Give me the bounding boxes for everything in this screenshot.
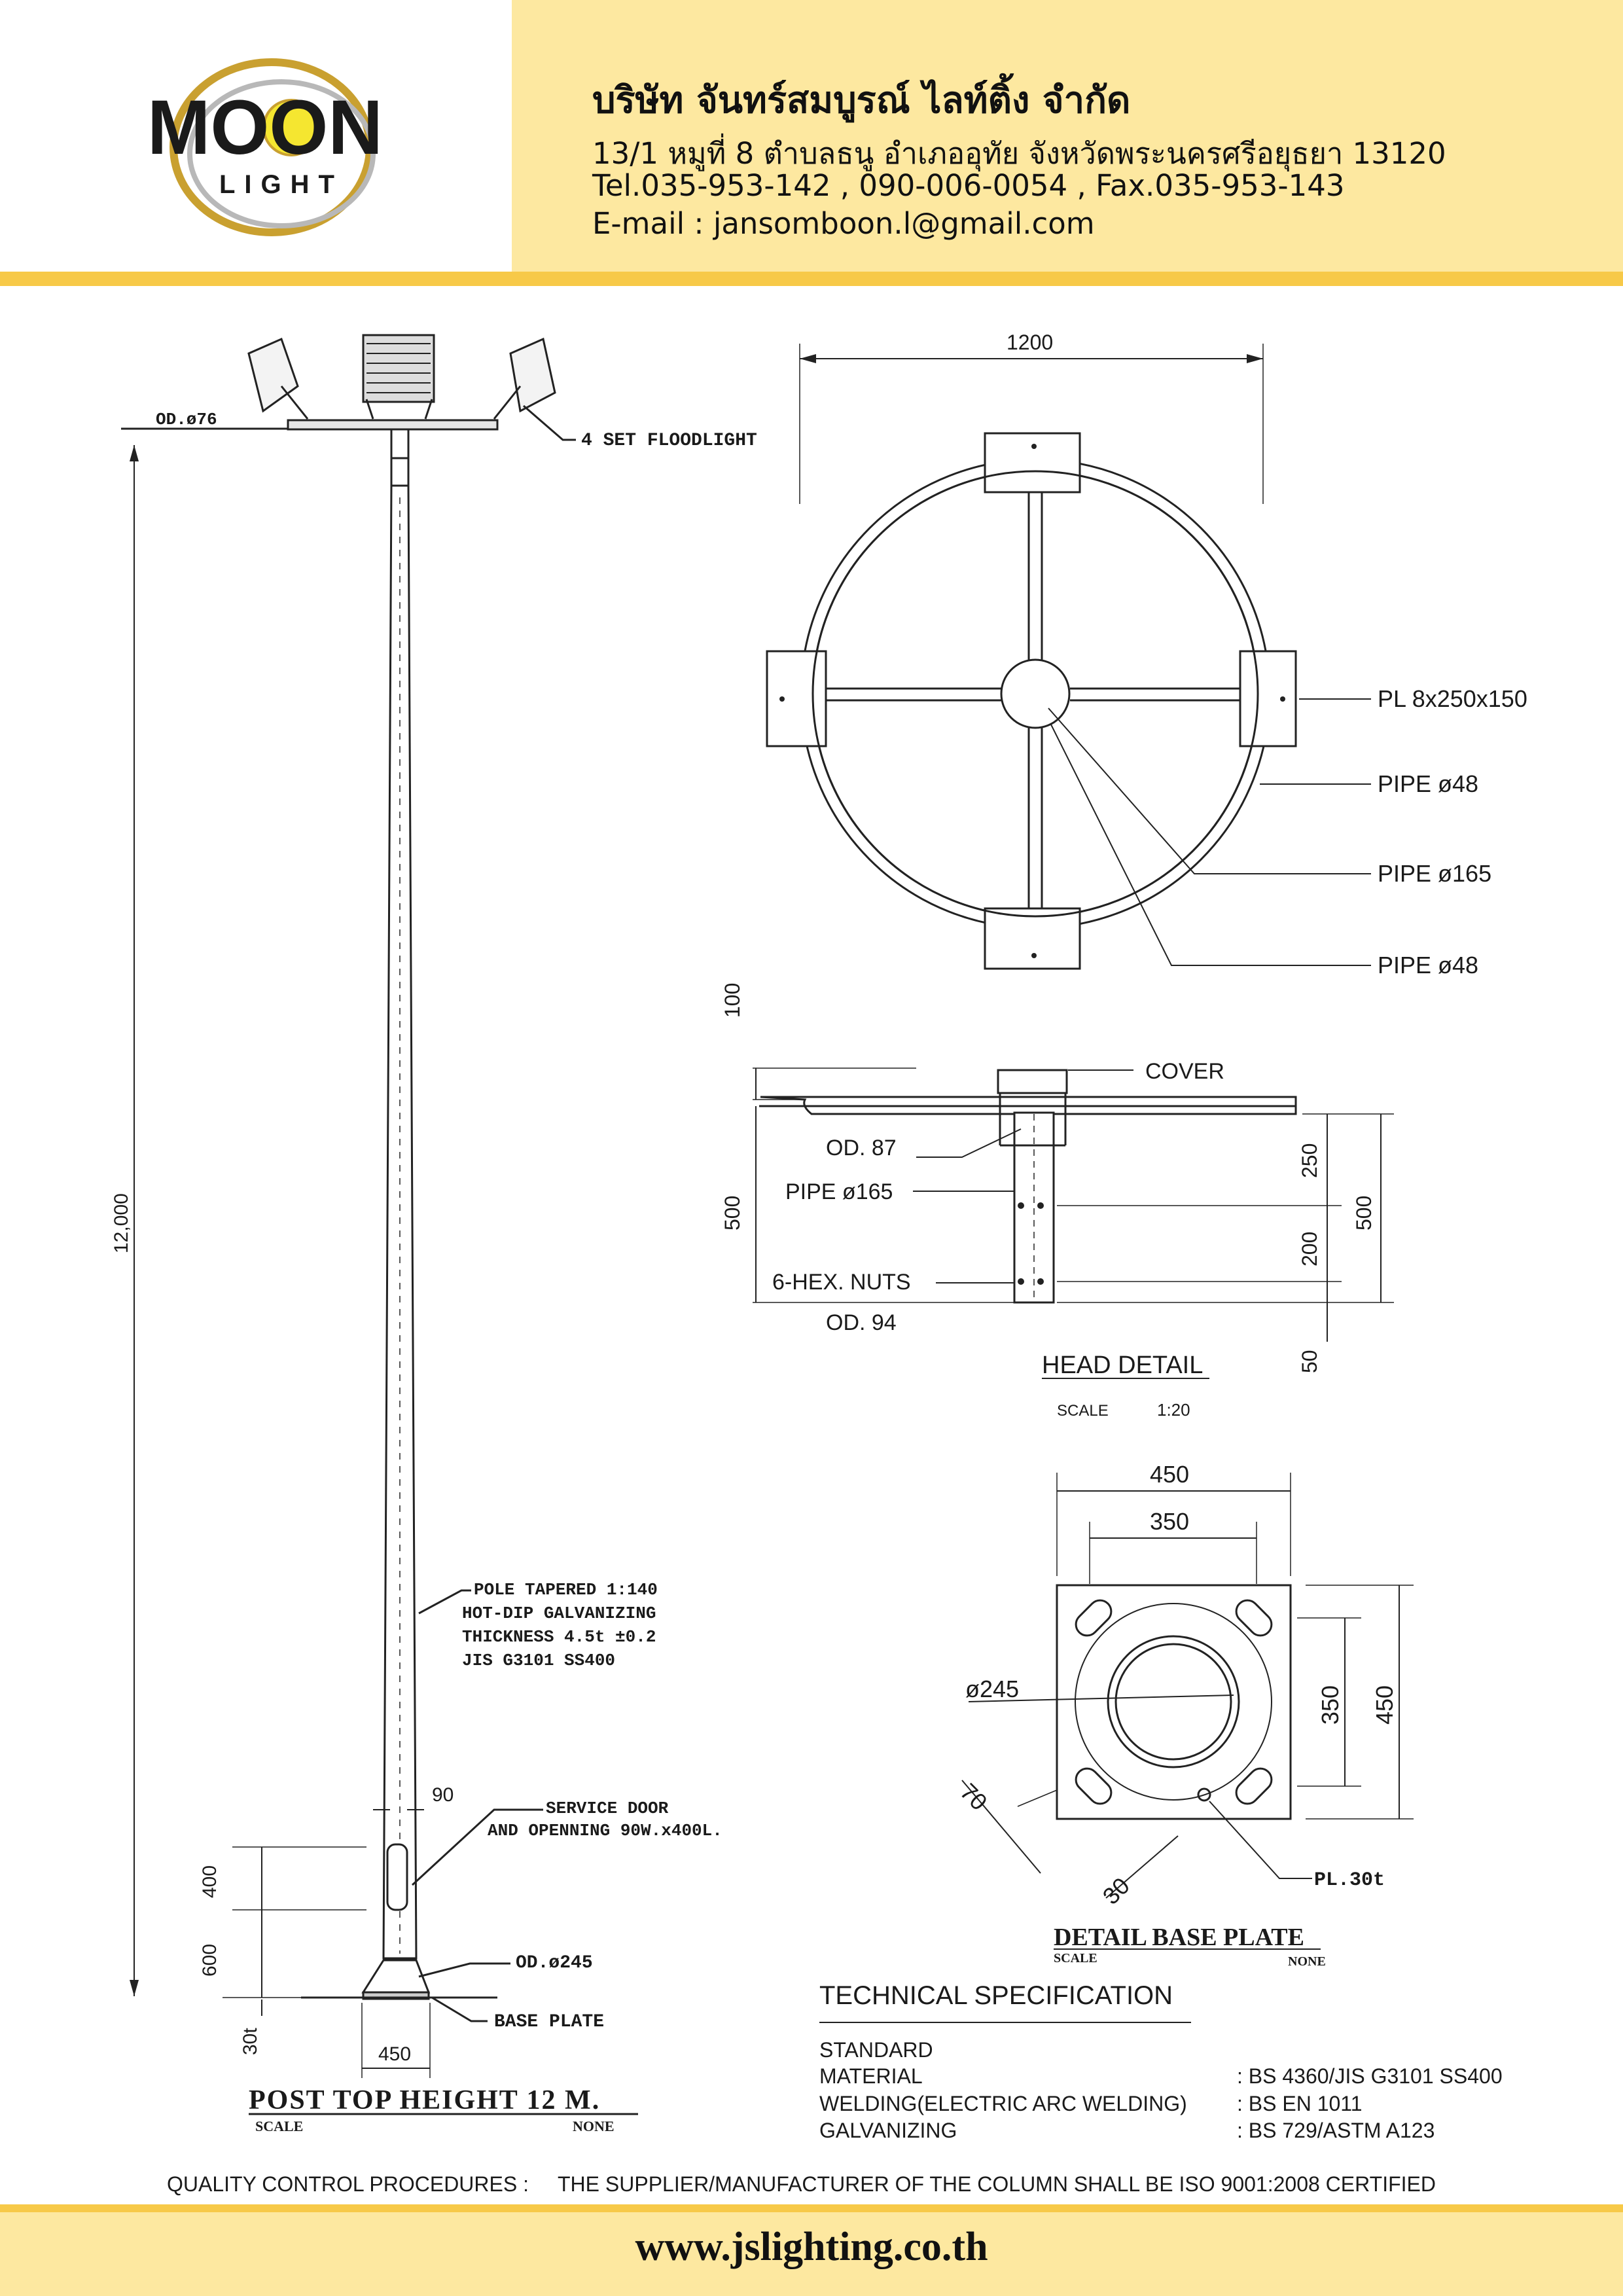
pole-dim-30t: 30t <box>240 2028 261 2055</box>
service-door-note-1: SERVICE DOOR <box>546 1799 669 1818</box>
base-plate-label: BASE PLATE <box>494 2012 604 2032</box>
base-detail-title: DETAIL BASE PLATE <box>1054 1924 1304 1951</box>
base-scale-value: NONE <box>1288 1954 1326 1969</box>
company-address: 13/1 หมูที่ 8 ตำบลธนู อำเภออุทัย จังหวัด… <box>592 136 1446 171</box>
floodlight-label: 4 SET FLOODLIGHT <box>581 431 757 451</box>
spec-row-label-2: MATERIAL <box>819 2064 923 2088</box>
pole-scale-value: NONE <box>573 2118 615 2134</box>
pole-dim-400: 400 <box>199 1865 221 1898</box>
company-phone: Tel.035-953-142 , 090-006-0054 , Fax.035… <box>592 168 1345 203</box>
pole-note-3: THICKNESS 4.5t ±0.2 <box>462 1627 656 1647</box>
base-dim-450-top: 450 <box>1150 1461 1189 1488</box>
page-footer: www.jslighting.co.th <box>0 2204 1623 2296</box>
head-od87: OD. 87 <box>826 1136 897 1160</box>
technical-drawing: OD.ø76 4 SET FLOODLIGHT 12,000 POLE TAPE… <box>111 331 1527 2196</box>
spec-row-value-3: : BS EN 1011 <box>1237 2092 1363 2115</box>
service-door-note-2: AND OPENNING 90W.x400L. <box>488 1821 722 1840</box>
pole-elevation: OD.ø76 4 SET FLOODLIGHT 12,000 POLE TAPE… <box>111 334 757 2134</box>
head-label-pipe48a: PIPE ø48 <box>1378 770 1478 797</box>
pole-dim-450: 450 <box>378 2043 411 2065</box>
head-top-view: 1200 PL 8x250x150 PIPE ø48 <box>766 331 1527 978</box>
pole-title: POST TOP HEIGHT 12 M. <box>249 2085 600 2115</box>
base-plate-detail: 450 350 ø245 350 450 <box>955 1461 1414 1969</box>
door-width-dim: 90 <box>432 1784 454 1806</box>
base-scale-label: SCALE <box>1054 1951 1097 1965</box>
head-dim-250: 250 <box>1298 1143 1321 1178</box>
footer-divider <box>0 2204 1623 2212</box>
quality-text: THE SUPPLIER/MANUFACTURER OF THE COLUMN … <box>558 2172 1436 2196</box>
head-dim-200: 200 <box>1298 1232 1321 1266</box>
logo-area <box>0 0 512 272</box>
pole-od-base: OD.ø245 <box>516 1953 593 1973</box>
service-door <box>386 1843 408 1911</box>
base-dim-350-side: 350 <box>1317 1685 1344 1725</box>
head-label-pipe165: PIPE ø165 <box>1378 860 1491 887</box>
logo-word-main: MOON <box>147 84 383 171</box>
logo-word-sub: LIGHT <box>219 170 344 199</box>
head-scale-value: 1:20 <box>1157 1400 1190 1420</box>
head-detail: 100 COVER OD. 87 PIPE ø165 500 6-HEX. NU… <box>721 983 1394 1420</box>
website-link[interactable]: www.jslighting.co.th <box>635 2225 988 2269</box>
head-dim-500-left: 500 <box>721 1196 744 1230</box>
spec-row-value-2: : BS 4360/JIS G3101 SS400 <box>1237 2064 1503 2088</box>
header-band <box>512 0 1623 272</box>
floodlight-right <box>509 337 556 413</box>
company-logo: MOON LIGHT <box>147 58 383 236</box>
pole-scale-label: SCALE <box>255 2118 303 2134</box>
pole-note-1: POLE TAPERED 1:140 <box>474 1580 658 1600</box>
quality-label: QUALITY CONTROL PROCEDURES : <box>167 2172 529 2196</box>
pole-note-4: JIS G3101 SS400 <box>462 1651 615 1670</box>
base-dim-350-top: 350 <box>1150 1508 1189 1535</box>
head-scale-label: SCALE <box>1057 1402 1109 1420</box>
head-detail-title: HEAD DETAIL <box>1042 1352 1203 1379</box>
head-cover-label: COVER <box>1145 1059 1224 1084</box>
spec-title: TECHNICAL SPECIFICATION <box>819 1981 1173 2010</box>
head-dim-100: 100 <box>721 983 744 1018</box>
head-dim-50: 50 <box>1298 1350 1321 1373</box>
pole-od-top: OD.ø76 <box>156 410 217 429</box>
quality-control: QUALITY CONTROL PROCEDURES : THE SUPPLIE… <box>167 2172 1436 2196</box>
head-od94: OD. 94 <box>826 1310 897 1335</box>
floodlight-left <box>247 337 299 413</box>
technical-specification: TECHNICAL SPECIFICATION STANDARD MATERIA… <box>819 1981 1503 2142</box>
base-dia245: ø245 <box>965 1676 1019 1702</box>
company-name: บริษัท จันทร์สมบูรณ์ ไลท์ติ้ง จำกัด <box>592 79 1131 122</box>
base-pl30t: PL.30t <box>1314 1869 1385 1892</box>
head-hex-nuts: 6-HEX. NUTS <box>772 1270 911 1295</box>
pole-height-dim: 12,000 <box>111 1193 132 1253</box>
spec-row-label-4: GALVANIZING <box>819 2119 957 2142</box>
lamp-box <box>362 334 435 403</box>
head-width-dim: 1200 <box>1007 331 1053 354</box>
base-dim-450-side: 450 <box>1371 1685 1398 1725</box>
head-label-plate: PL 8x250x150 <box>1378 685 1527 712</box>
spec-row-label-3: WELDING(ELECTRIC ARC WELDING) <box>819 2092 1187 2115</box>
spec-row-value-4: : BS 729/ASTM A123 <box>1237 2119 1435 2142</box>
page-header: MOON LIGHT บริษัท จันทร์สมบูรณ์ ไลท์ติ้ง… <box>0 0 1623 286</box>
head-label-pipe48b: PIPE ø48 <box>1378 952 1478 978</box>
pole-dim-600: 600 <box>199 1944 221 1977</box>
spec-row-label-1: STANDARD <box>819 2038 933 2062</box>
pole-note-2: HOT-DIP GALVANIZING <box>462 1604 656 1623</box>
company-email: E-mail : jansomboon.l@gmail.com <box>592 206 1095 241</box>
head-dim-500-right: 500 <box>1352 1196 1376 1230</box>
header-divider <box>0 272 1623 286</box>
head-pipe165: PIPE ø165 <box>785 1179 893 1204</box>
